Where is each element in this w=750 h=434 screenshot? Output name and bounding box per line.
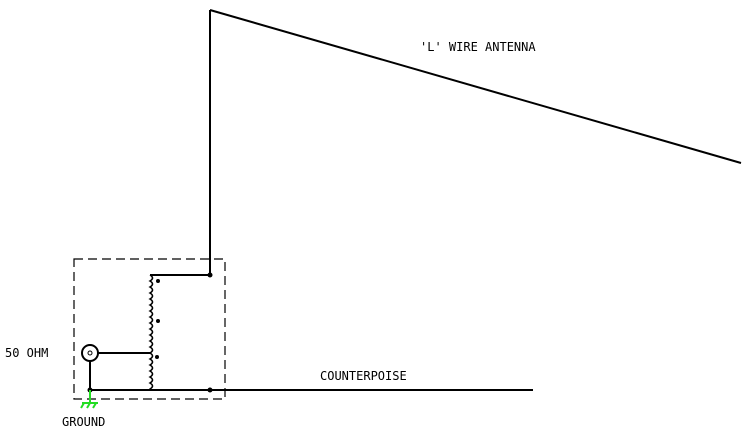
coax-connector <box>81 344 99 362</box>
antenna-label: 'L' WIRE ANTENNA <box>420 40 536 54</box>
tuner-enclosure <box>73 258 226 400</box>
loading-coil <box>148 274 154 390</box>
ground-icon <box>80 390 98 409</box>
junction-dot-bottom <box>207 387 213 393</box>
impedance-label: 50 OHM <box>5 346 48 360</box>
antenna-sloping-wire <box>209 9 742 164</box>
coil-tap-1 <box>156 279 160 283</box>
counterpoise-label: COUNTERPOISE <box>320 369 407 383</box>
coax-center-pin <box>87 350 93 356</box>
ground-label: GROUND <box>62 415 105 429</box>
junction-dot-top <box>207 272 213 278</box>
coil-tap-3 <box>155 355 159 359</box>
coil-tap-2 <box>156 319 160 323</box>
